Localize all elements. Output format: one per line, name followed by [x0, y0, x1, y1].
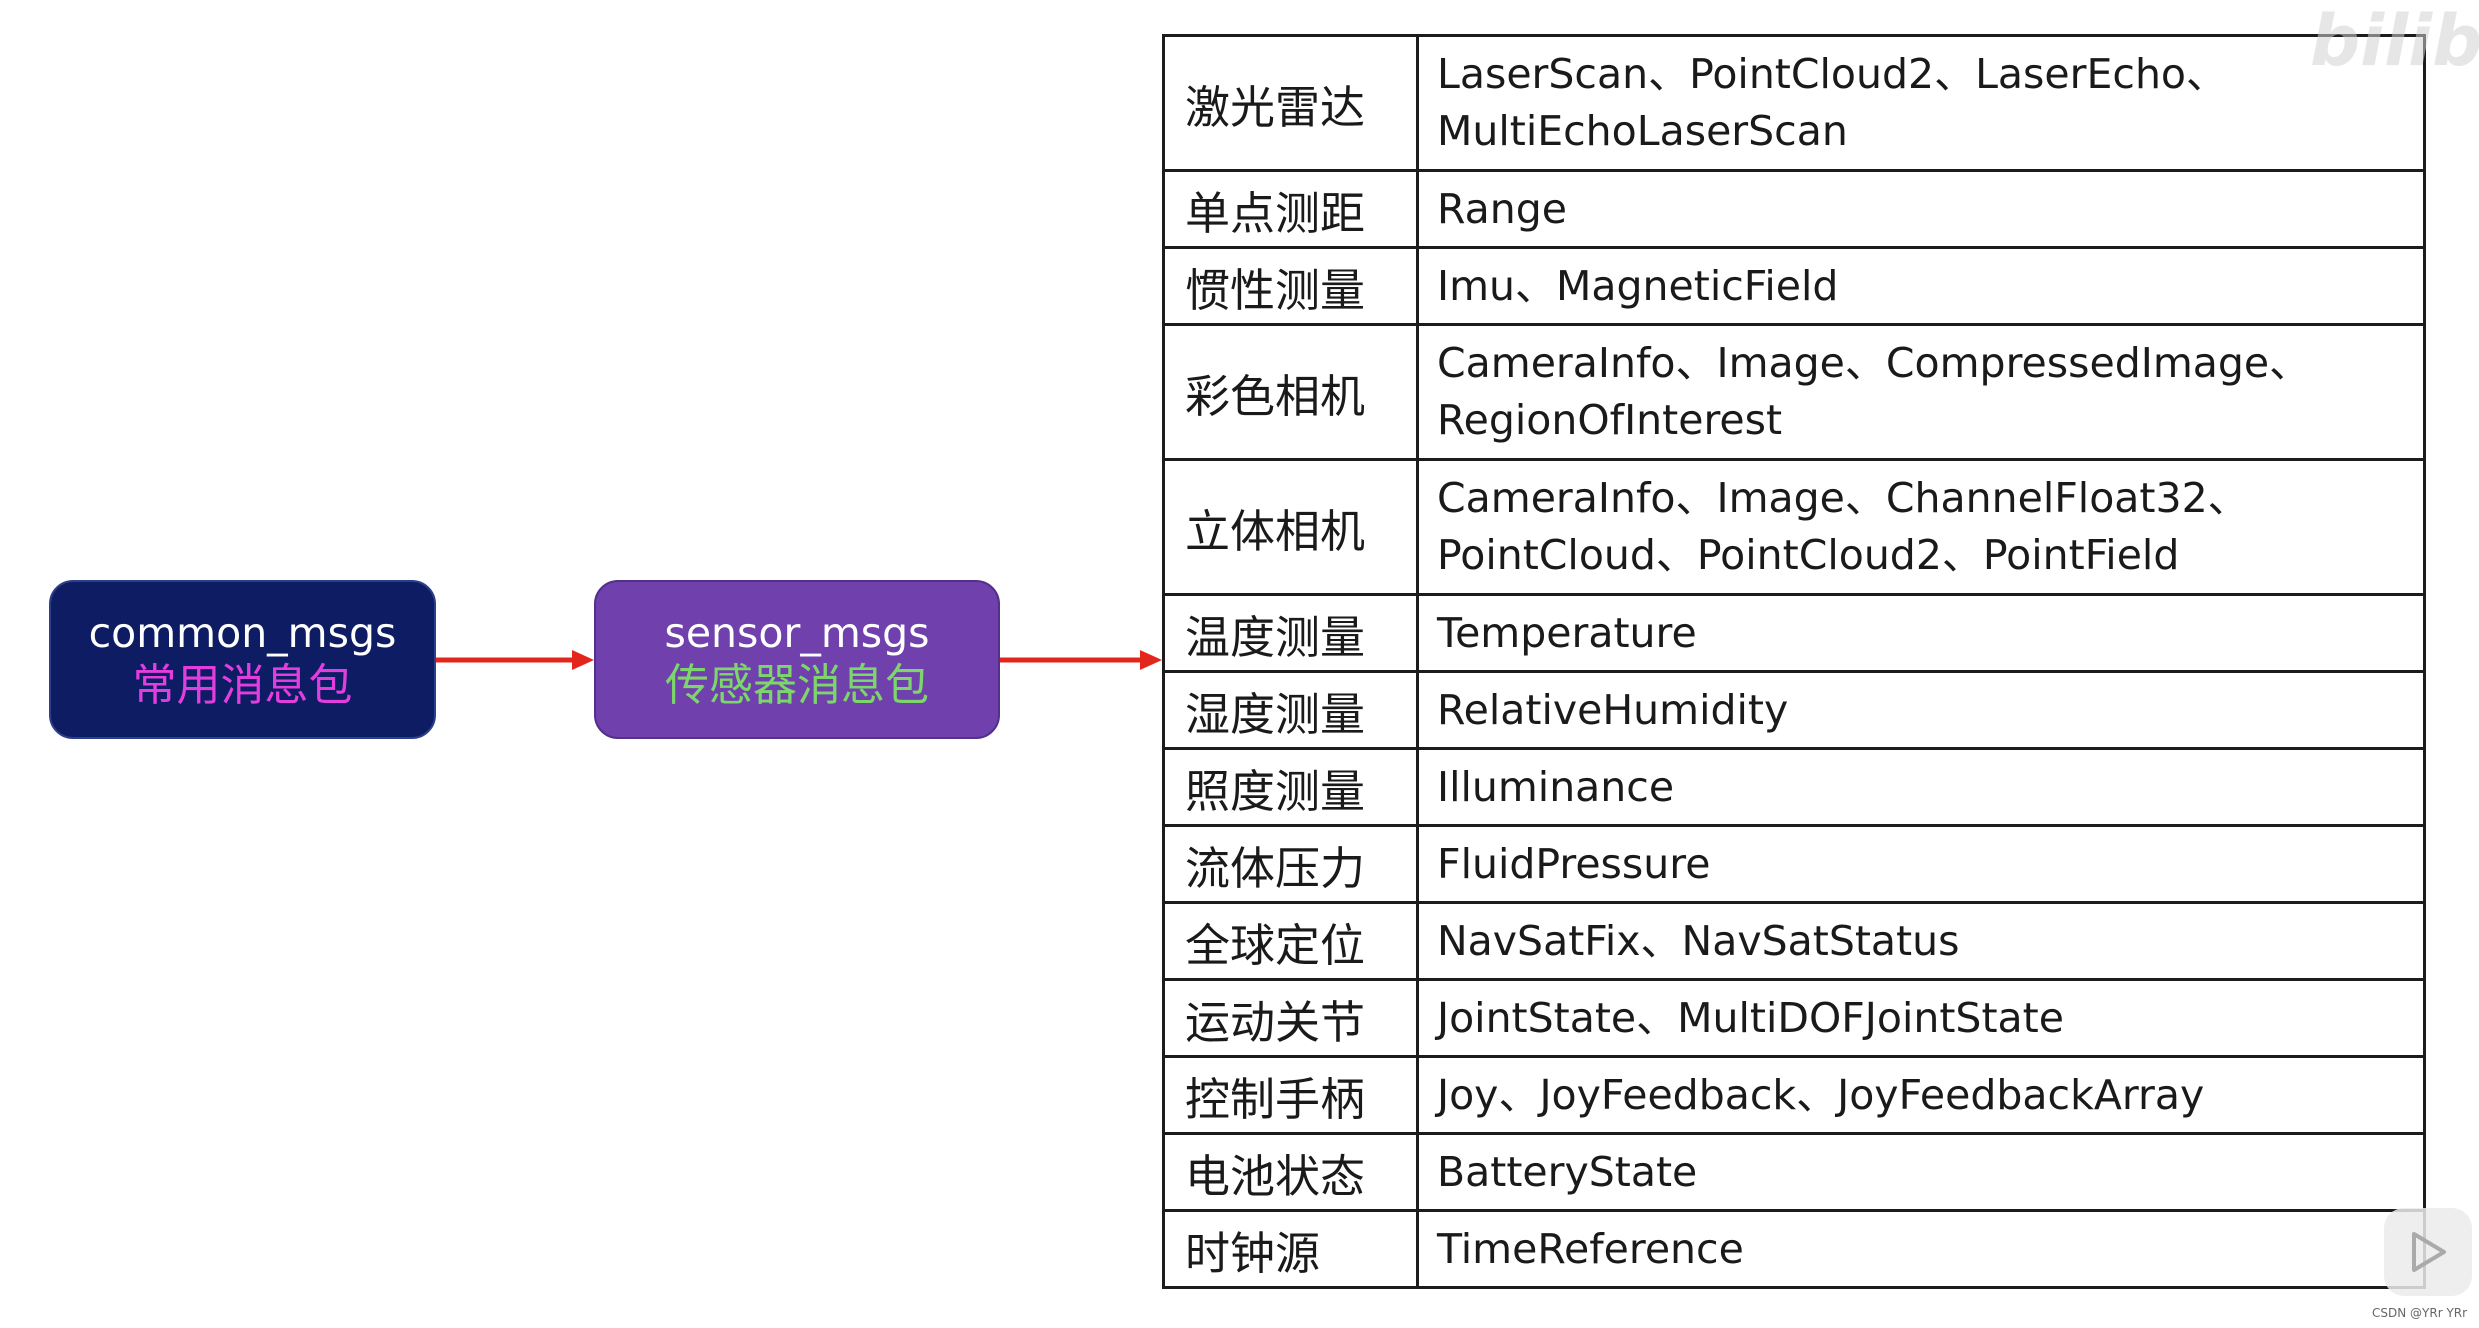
table-row: 照度测量 Illuminance [1162, 747, 2426, 827]
bilibili-watermark: bilibili [2310, 0, 2479, 82]
message-types-cell: Temperature [1416, 593, 2426, 673]
message-types-line: Illuminance [1437, 762, 1675, 811]
message-types-line: JointState、MultiDOFJointState [1437, 993, 2064, 1042]
play-button[interactable] [2384, 1208, 2472, 1296]
common-msgs-name: common_msgs [88, 608, 397, 657]
message-types-cell: FluidPressure [1416, 824, 2426, 904]
message-types-cell: LaserScan、PointCloud2、LaserEcho、 MultiEch… [1416, 34, 2426, 172]
table-row: 流体压力 FluidPressure [1162, 824, 2426, 904]
category-cell: 时钟源 [1162, 1209, 1419, 1289]
category-cell: 流体压力 [1162, 824, 1419, 904]
category-cell: 激光雷达 [1162, 34, 1419, 172]
category-cell: 温度测量 [1162, 593, 1419, 673]
category-cell: 立体相机 [1162, 458, 1419, 596]
sensor-msgs-label: 传感器消息包 [665, 659, 929, 711]
message-types-cell: Illuminance [1416, 747, 2426, 827]
message-types-line: Joy、JoyFeedback、JoyFeedbackArray [1437, 1070, 2205, 1119]
table-row: 惯性测量 Imu、MagneticField [1162, 246, 2426, 326]
table-row: 全球定位 NavSatFix、NavSatStatus [1162, 901, 2426, 981]
arrow-sensor-to-table [1000, 650, 1162, 670]
message-types-line: FluidPressure [1437, 839, 1711, 888]
message-types-line: RegionOfInterest [1437, 396, 1783, 444]
sensor-msgs-node: sensor_msgs 传感器消息包 [594, 580, 1000, 739]
category-cell: 照度测量 [1162, 747, 1419, 827]
message-types-cell: Joy、JoyFeedback、JoyFeedbackArray [1416, 1055, 2426, 1135]
category-cell: 惯性测量 [1162, 246, 1419, 326]
sensor-msgs-table: 激光雷达 LaserScan、PointCloud2、LaserEcho、 Mult… [1162, 34, 2426, 1289]
sensor-msgs-name: sensor_msgs [664, 608, 930, 657]
category-cell: 控制手柄 [1162, 1055, 1419, 1135]
message-types-cell: TimeReference [1416, 1209, 2426, 1289]
message-types-cell: Imu、MagneticField [1416, 246, 2426, 326]
category-cell: 单点测距 [1162, 169, 1419, 249]
message-types-line: Range [1437, 184, 1567, 233]
category-cell: 电池状态 [1162, 1132, 1419, 1212]
table-row: 控制手柄 Joy、JoyFeedback、JoyFeedbackArray [1162, 1055, 2426, 1135]
play-icon [2412, 1232, 2446, 1272]
message-types-line: TimeReference [1437, 1224, 1744, 1273]
message-types-cell: JointState、MultiDOFJointState [1416, 978, 2426, 1058]
message-types-line: RelativeHumidity [1437, 685, 1789, 734]
table-row: 运动关节 JointState、MultiDOFJointState [1162, 978, 2426, 1058]
message-types-cell: RelativeHumidity [1416, 670, 2426, 750]
table-row: 单点测距 Range [1162, 169, 2426, 249]
category-cell: 全球定位 [1162, 901, 1419, 981]
table-row: 电池状态 BatteryState [1162, 1132, 2426, 1212]
message-types-line: BatteryState [1437, 1147, 1698, 1196]
message-types-line: LaserScan、PointCloud2、LaserEcho、 [1437, 50, 2228, 98]
csdn-credit: CSDN @YRr YRr [2372, 1306, 2468, 1320]
message-types-line: CameraInfo、Image、ChannelFloat32、 [1437, 474, 2249, 522]
message-types-cell: CameraInfo、Image、ChannelFloat32、 PointClo… [1416, 458, 2426, 596]
message-types-line: MultiEchoLaserScan [1437, 107, 1848, 155]
message-types-line: CameraInfo、Image、CompressedImage、 [1437, 339, 2311, 387]
message-types-cell: CameraInfo、Image、CompressedImage、 RegionO… [1416, 323, 2426, 461]
table-row: 激光雷达 LaserScan、PointCloud2、LaserEcho、 Mult… [1162, 34, 2426, 172]
common-msgs-label: 常用消息包 [132, 659, 353, 711]
category-cell: 湿度测量 [1162, 670, 1419, 750]
category-cell: 彩色相机 [1162, 323, 1419, 461]
message-types-line: Imu、MagneticField [1437, 261, 1839, 310]
message-types-cell: Range [1416, 169, 2426, 249]
message-types-cell: BatteryState [1416, 1132, 2426, 1212]
table-row: 湿度测量 RelativeHumidity [1162, 670, 2426, 750]
table-row: 时钟源 TimeReference [1162, 1209, 2426, 1289]
table-row: 立体相机 CameraInfo、Image、ChannelFloat32、 Poin… [1162, 458, 2426, 596]
category-cell: 运动关节 [1162, 978, 1419, 1058]
table-row: 彩色相机 CameraInfo、Image、CompressedImage、 Reg… [1162, 323, 2426, 461]
table-row: 温度测量 Temperature [1162, 593, 2426, 673]
message-types-line: NavSatFix、NavSatStatus [1437, 916, 1960, 965]
message-types-cell: NavSatFix、NavSatStatus [1416, 901, 2426, 981]
arrow-common-to-sensor [436, 650, 594, 670]
common-msgs-node: common_msgs 常用消息包 [49, 580, 436, 739]
message-types-line: Temperature [1437, 608, 1697, 657]
message-types-line: PointCloud、PointCloud2、PointField [1437, 531, 2180, 579]
